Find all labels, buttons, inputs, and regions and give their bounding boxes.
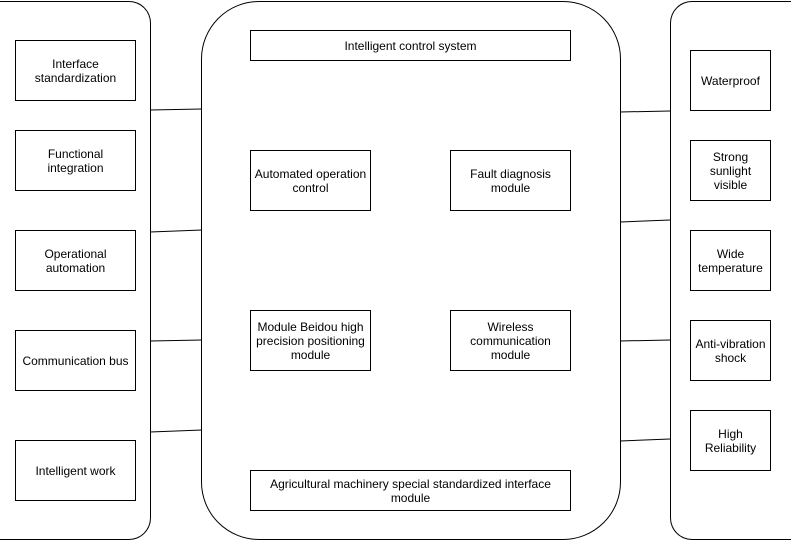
interface-standardization-label: Interface standardization [34,56,117,85]
intelligent-control-system-label: Intelligent control system [344,38,477,53]
connector-line [149,339,203,342]
communication-bus-label: Communication bus [22,353,129,368]
high-reliability-box: High Reliability [690,410,771,471]
interface-standardization-box: Interface standardization [15,40,136,101]
waterproof-label: Waterproof [701,73,760,88]
connector-line [619,110,671,113]
strong-sunlight-visible-box: Strong sunlight visible [690,140,771,201]
automated-operation-control-box: Automated operation control [250,150,371,211]
connector-line [619,438,671,442]
wireless-communication-module-box: Wireless communication module [450,310,571,371]
wireless-communication-module-label: Wireless communication module [470,319,551,362]
anti-vibration-shock-label: Anti-vibration shock [695,336,766,365]
strong-sunlight-visible-label: Strong sunlight visible [709,149,752,192]
wide-temperature-label: Wide temperature [698,246,763,275]
high-reliability-label: High Reliability [704,426,757,455]
connector-line [149,429,203,433]
connector-line [149,229,203,233]
wide-temperature-box: Wide temperature [690,230,771,291]
connector-line [149,108,203,111]
intelligent-work-label: Intelligent work [35,463,116,478]
standardized-interface-module-box: Agricultural machinery special standardi… [250,470,571,511]
operational-automation-box: Operational automation [15,230,136,291]
functional-integration-box: Functional integration [15,130,136,191]
intelligent-work-box: Intelligent work [15,440,136,501]
beidou-positioning-module-box: Module Beidou high precision positioning… [250,310,371,371]
intelligent-control-system-box: Intelligent control system [250,30,571,61]
connector-line [619,219,671,223]
fault-diagnosis-module-box: Fault diagnosis module [450,150,571,211]
connector-line [619,339,671,342]
operational-automation-label: Operational automation [44,246,107,275]
center-panel [201,1,621,540]
communication-bus-box: Communication bus [15,330,136,391]
automated-operation-control-label: Automated operation control [254,166,367,195]
fault-diagnosis-module-label: Fault diagnosis module [470,166,551,195]
beidou-positioning-module-label: Module Beidou high precision positioning… [256,319,365,362]
functional-integration-label: Functional integration [47,146,104,175]
waterproof-box: Waterproof [690,50,771,111]
anti-vibration-shock-box: Anti-vibration shock [690,320,771,381]
standardized-interface-module-label: Agricultural machinery special standardi… [270,476,551,505]
